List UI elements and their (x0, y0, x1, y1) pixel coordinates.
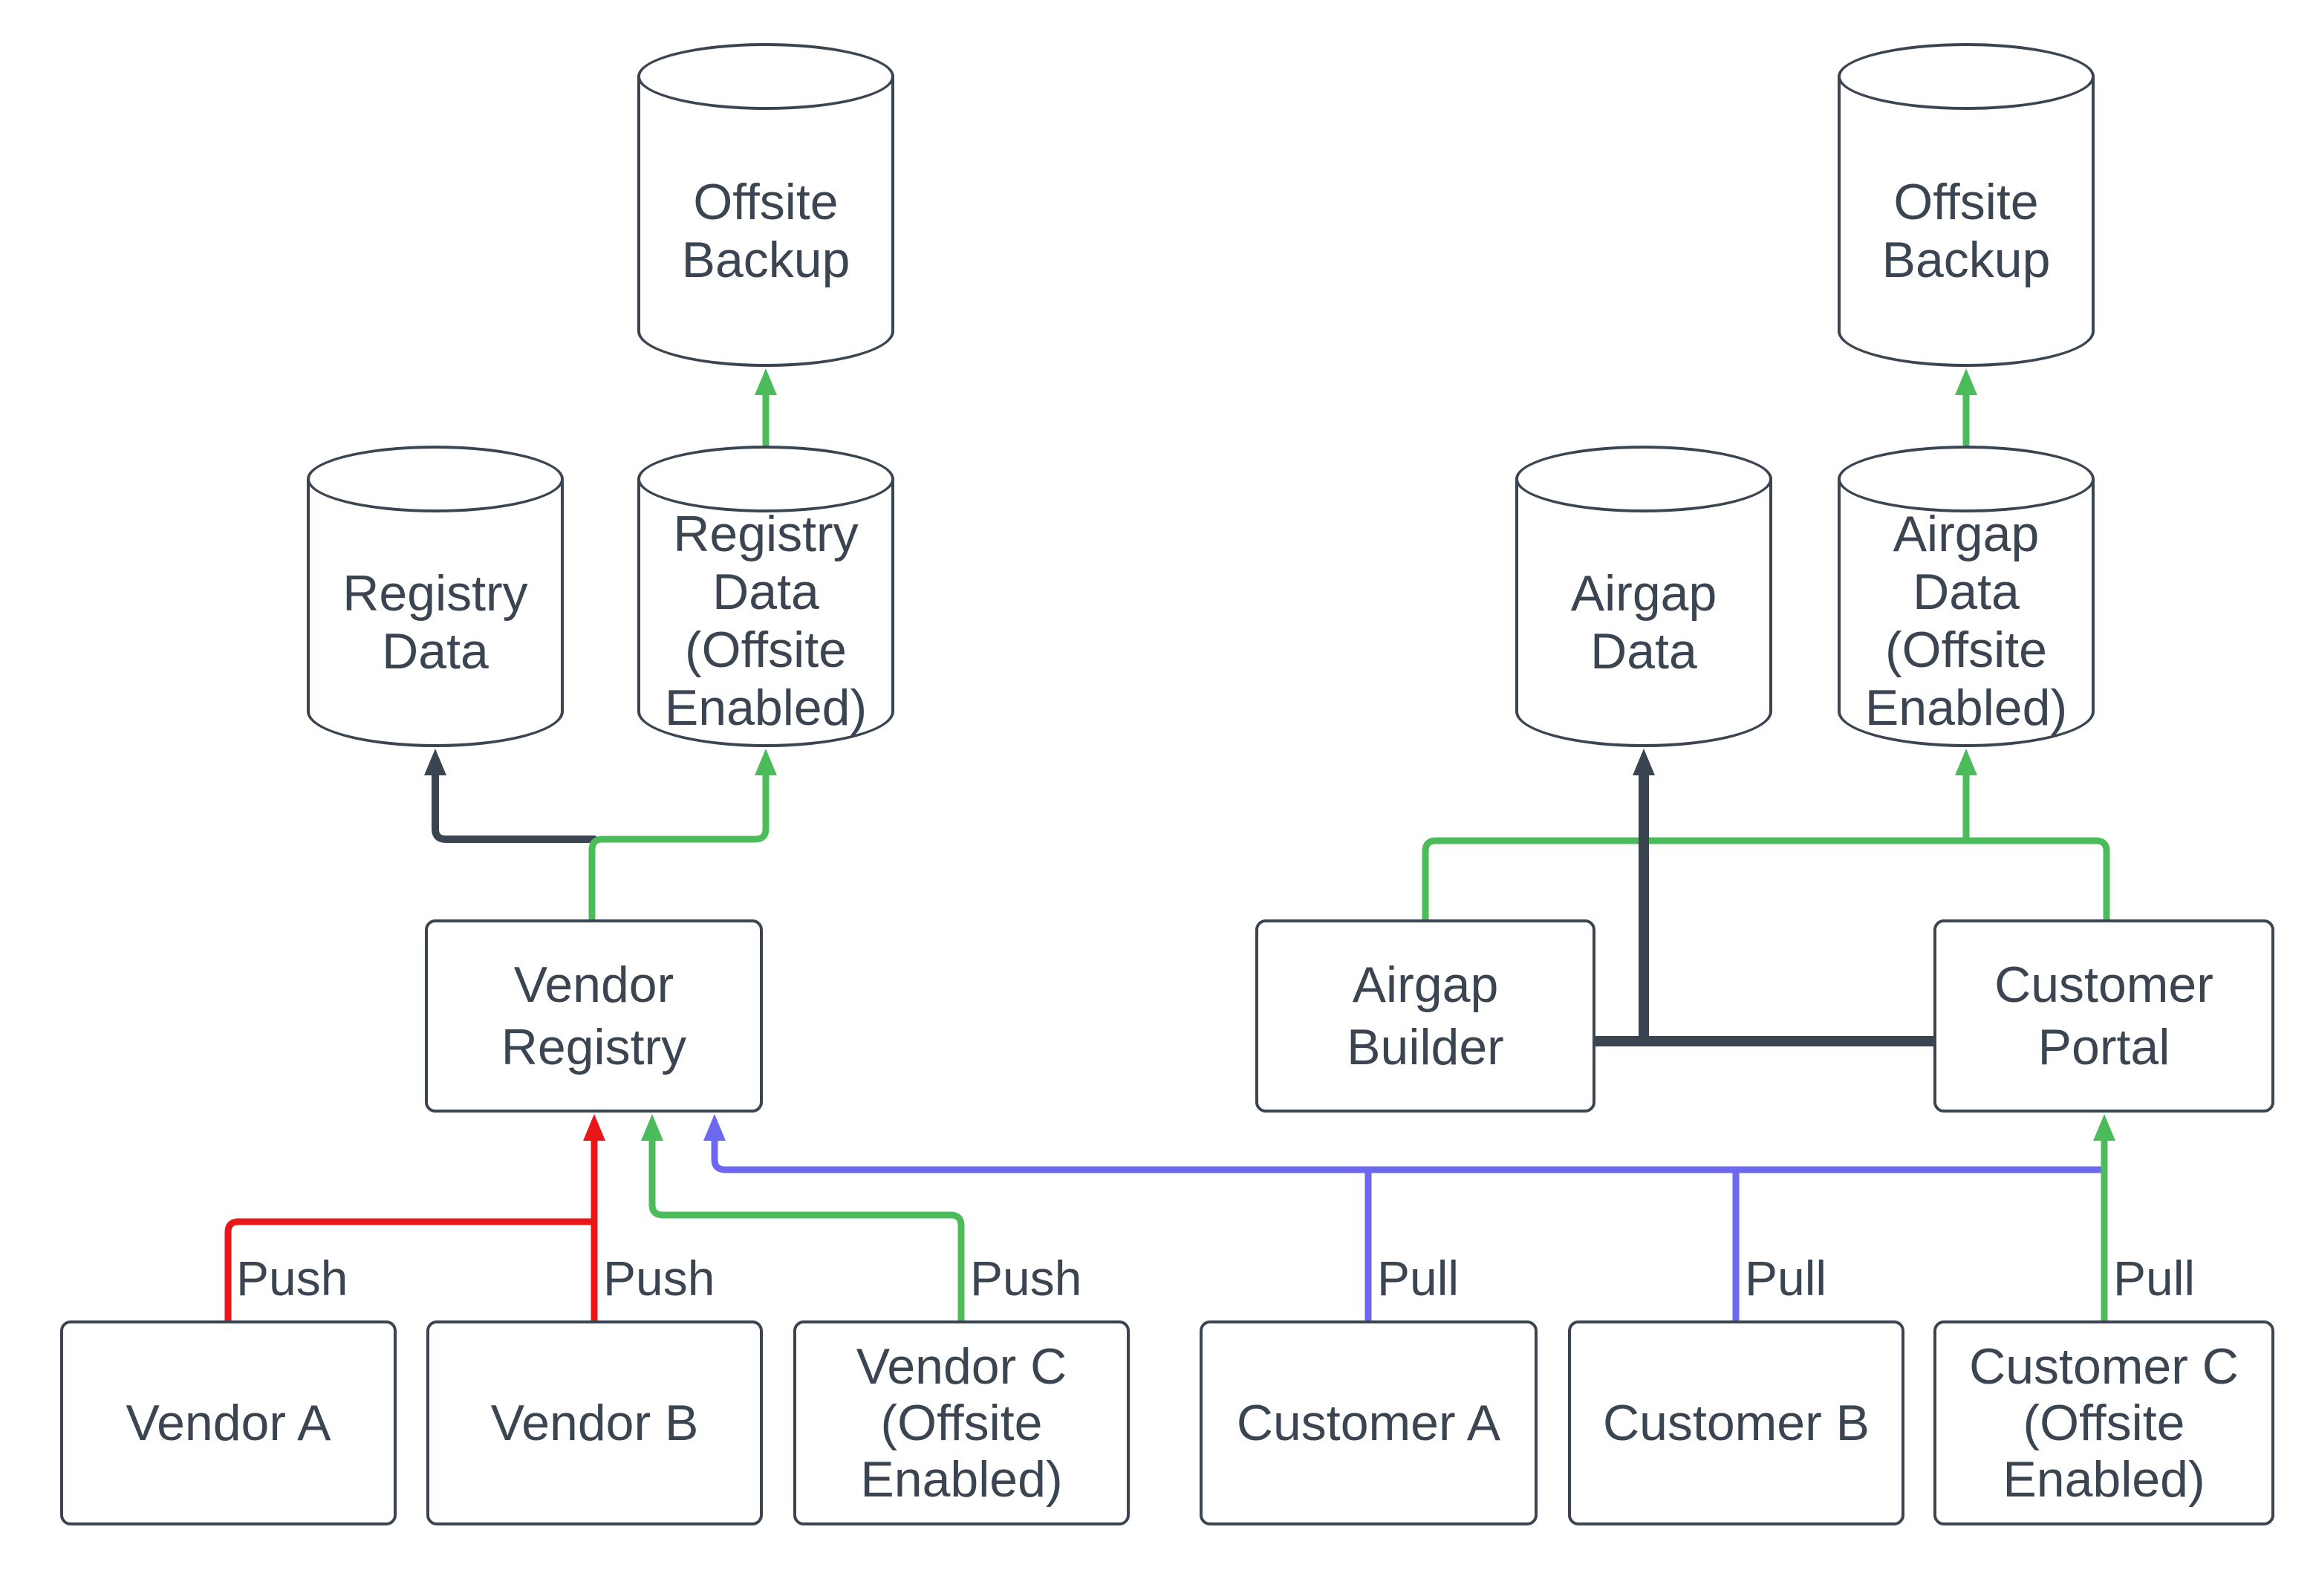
node-registry-data-offsite: Registry Data (Offsite Enabled) (637, 446, 894, 747)
edge-label-push-b: Push (603, 1251, 715, 1306)
cylinder-top (1515, 446, 1772, 512)
cylinder-top (1838, 446, 2095, 512)
cylinder-body (637, 76, 894, 367)
cylinder-body (1515, 479, 1772, 747)
cylinder-body (1838, 76, 2095, 367)
cylinder-top (637, 446, 894, 512)
node-customer-portal: Customer Portal (1933, 919, 2274, 1113)
node-vendor-registry: Vendor Registry (425, 919, 763, 1113)
cylinder-top (307, 446, 564, 512)
node-vendor-b: Vendor B (426, 1320, 763, 1525)
node-label: Customer Portal (1994, 957, 2213, 1075)
node-offsite-backup-left: Offsite Backup (637, 43, 894, 367)
node-label: Vendor Registry (501, 957, 687, 1075)
edge-registry-to-offsite-data (588, 749, 777, 923)
node-label: Airgap Data (Offsite Enabled) (1864, 506, 2068, 736)
node-label: Vendor A (126, 1395, 331, 1451)
node-label: Registry Data (342, 565, 528, 680)
edge-registry-to-registry-data (424, 749, 598, 843)
edge-label-pull-a: Pull (1377, 1251, 1460, 1306)
node-label: Airgap Builder (1347, 957, 1504, 1075)
node-registry-data: Registry Data (307, 446, 564, 747)
node-vendor-c: Vendor C (Offsite Enabled) (793, 1320, 1130, 1525)
node-customer-c: Customer C (Offsite Enabled) (1933, 1320, 2274, 1525)
node-label: Customer B (1603, 1395, 1870, 1451)
node-offsite-backup-right: Offsite Backup (1838, 43, 2095, 367)
node-label: Vendor C (Offsite Enabled) (856, 1338, 1067, 1508)
node-label: Registry Data (Offsite Enabled) (664, 506, 868, 736)
edge-label-pull-c: Pull (2113, 1251, 2196, 1306)
edge-vendor-a-push (224, 1218, 598, 1324)
edge-portal-builder-green (1422, 837, 2110, 923)
cylinder-top (637, 43, 894, 110)
edge-label-pull-b: Pull (1745, 1251, 1827, 1306)
node-airgap-data: Airgap Data (1515, 446, 1772, 747)
node-label: Offsite Backup (681, 174, 850, 288)
edge-customers-pull-registry (703, 1114, 2108, 1173)
node-customer-a: Customer A (1200, 1320, 1538, 1525)
node-airgap-data-offsite: Airgap Data (Offsite Enabled) (1838, 446, 2095, 747)
node-vendor-a: Vendor A (60, 1320, 397, 1525)
edge-label-push-c: Push (970, 1251, 1082, 1306)
cylinder-top (1838, 43, 2095, 110)
node-label: Vendor B (490, 1395, 699, 1451)
cylinder-body (307, 479, 564, 747)
edge-label-push-a: Push (236, 1251, 348, 1306)
node-label: Customer A (1236, 1395, 1501, 1451)
node-label: Airgap Data (1570, 565, 1717, 680)
node-label: Customer C (Offsite Enabled) (1969, 1338, 2239, 1508)
edge-vendor-c-push (641, 1114, 965, 1324)
node-customer-b: Customer B (1568, 1320, 1904, 1525)
cylinder-body (637, 479, 894, 747)
node-airgap-builder: Airgap Builder (1255, 919, 1595, 1113)
cylinder-body (1838, 479, 2095, 747)
node-label: Offsite Backup (1881, 174, 2051, 288)
